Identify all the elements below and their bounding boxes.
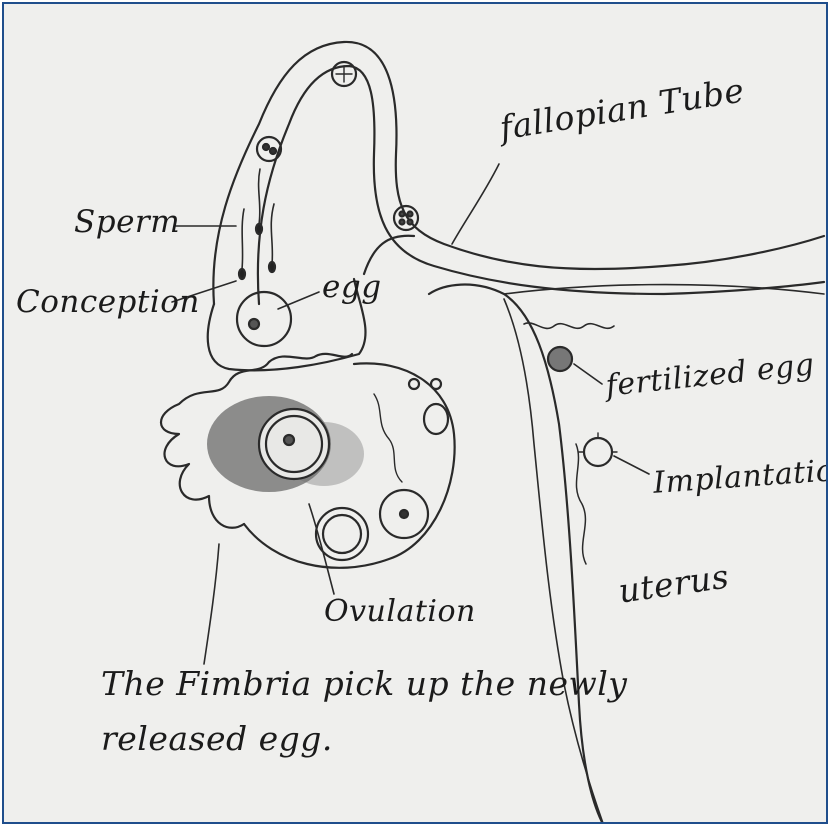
pointer-fimbria <box>204 544 219 664</box>
label-ovulation: Ovulation <box>324 594 476 629</box>
fertilized-egg <box>548 347 572 371</box>
pointer-implantation <box>614 456 649 474</box>
endometrium-wavy <box>524 323 614 328</box>
egg-circle <box>237 292 291 346</box>
pointer-fertilized <box>574 364 602 384</box>
sperm-tail <box>259 169 260 224</box>
implant-wavy <box>576 444 586 564</box>
label-conception: Conception <box>16 284 200 320</box>
pointer-fallopian <box>452 164 499 244</box>
sperm-tail <box>271 204 274 264</box>
caption-line-2: released egg. <box>101 719 333 758</box>
follicle <box>431 379 441 389</box>
uterus-inner <box>504 299 604 824</box>
follicle <box>409 379 419 389</box>
sperm-head <box>256 224 262 234</box>
ovulated-egg <box>259 409 329 479</box>
sperm-head <box>269 262 275 272</box>
label-sperm: Sperm <box>74 204 180 240</box>
follicle <box>424 404 448 434</box>
sperm-head <box>239 269 245 279</box>
ovary-texture <box>374 394 402 482</box>
egg-nucleus <box>249 319 259 329</box>
sperm-tail <box>242 209 244 269</box>
uterus-body-line <box>504 285 824 294</box>
morula-cell <box>394 206 418 230</box>
implantation-blastocyst <box>584 438 612 466</box>
label-egg: egg <box>322 269 382 305</box>
caption-line-1: The Fimbria pick up the newly <box>101 664 627 703</box>
